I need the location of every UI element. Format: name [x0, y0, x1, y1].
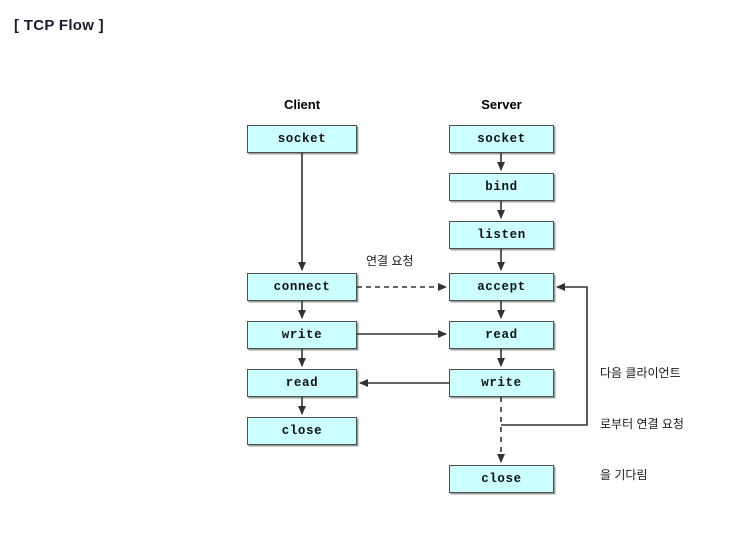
- node-client-connect[interactable]: connect: [247, 273, 357, 301]
- node-client-close[interactable]: close: [247, 417, 357, 445]
- node-server-bind[interactable]: bind: [449, 173, 554, 201]
- column-header-client: Client: [283, 97, 321, 112]
- node-server-listen[interactable]: listen: [449, 221, 554, 249]
- column-header-server: Server: [481, 97, 522, 112]
- node-server-close[interactable]: close: [449, 465, 554, 493]
- node-client-write[interactable]: write: [247, 321, 357, 349]
- annotation-wait-line-2: 로부터 연결 요청: [600, 417, 684, 431]
- annotation-connection-request: 연결 요청: [366, 254, 414, 268]
- annotation-wait-next-client: 다음 클라이언트 로부터 연결 요청 을 기다림: [600, 331, 684, 518]
- annotation-wait-line-3: 을 기다림: [600, 468, 648, 482]
- node-server-socket[interactable]: socket: [449, 125, 554, 153]
- page-title: [ TCP Flow ]: [14, 17, 104, 34]
- node-server-read[interactable]: read: [449, 321, 554, 349]
- node-server-write[interactable]: write: [449, 369, 554, 397]
- edge-loop-back-to-accept: [501, 283, 588, 426]
- node-client-socket[interactable]: socket: [247, 125, 357, 153]
- annotation-wait-line-1: 다음 클라이언트: [600, 366, 681, 380]
- node-client-read[interactable]: read: [247, 369, 357, 397]
- node-server-accept[interactable]: accept: [449, 273, 554, 301]
